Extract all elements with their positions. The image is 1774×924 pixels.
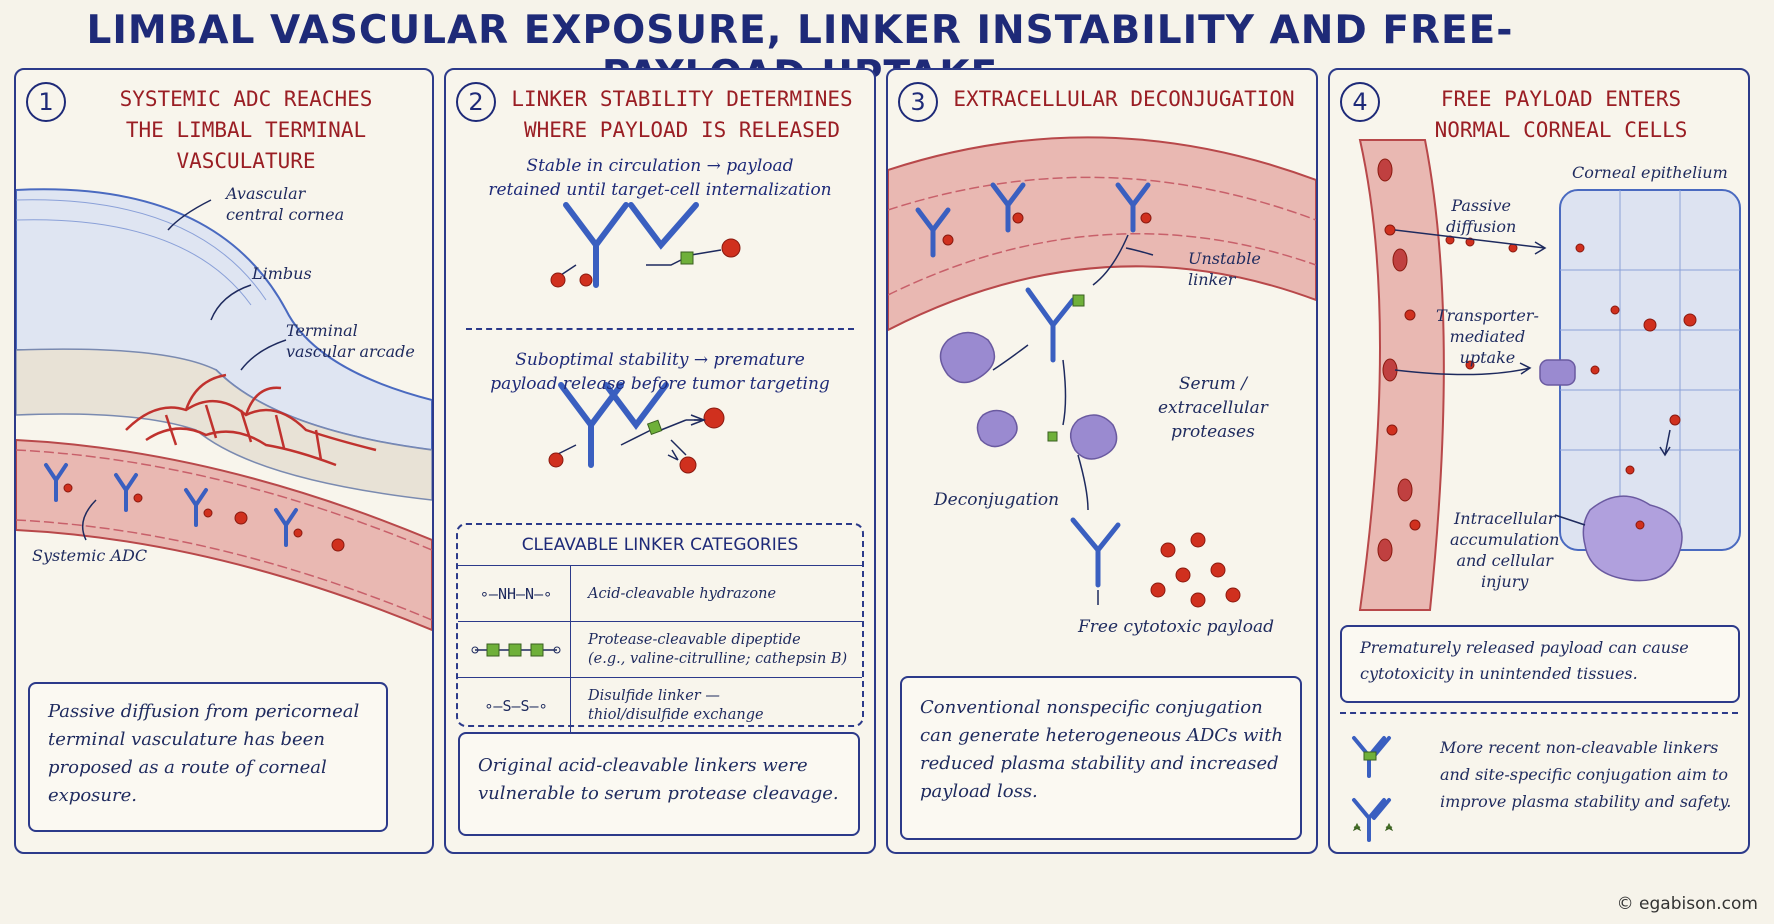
- note-box: Passive diffusion from pericorneal termi…: [28, 682, 388, 832]
- panel-title: SYSTEMIC ADC REACHES THE LIMBAL TERMINAL…: [119, 87, 373, 173]
- note-box: Conventional nonspecific conjugation can…: [900, 676, 1302, 840]
- category-symbol: ∘–NH–N–∘: [462, 566, 571, 622]
- label-systemic-adc: Systemic ADC: [32, 546, 148, 565]
- step-number: 2: [456, 82, 496, 122]
- category-desc: Protease-cleavable dipeptide (e.g., vali…: [588, 632, 848, 667]
- limbus-illustration: [16, 188, 432, 632]
- panel-title: LINKER STABILITY DETERMINES WHERE PAYLOA…: [511, 87, 853, 142]
- panel-title: EXTRACELLULAR DECONJUGATION: [953, 87, 1295, 111]
- recent-linkers-text: More recent non-cleavable linkers and si…: [1440, 738, 1732, 811]
- label-corneal-epithelium: Corneal epithelium: [1572, 163, 1728, 182]
- panel-2: 2 LINKER STABILITY DETERMINES WHERE PAYL…: [444, 68, 876, 854]
- label-unstable-linker: Unstable linker: [1188, 249, 1261, 289]
- category-row: Protease-cleavable dipeptide (e.g., vali…: [458, 621, 862, 678]
- panel-4: 4 FREE PAYLOAD ENTERS NORMAL CORNEAL CEL…: [1328, 68, 1750, 854]
- category-row: ∘–S–S–∘ Disulfide linker — thiol/disulfi…: [458, 677, 862, 734]
- note-text: Prematurely released payload can cause c…: [1360, 638, 1689, 683]
- label-vascular-arcade: Terminal vascular arcade: [286, 321, 415, 361]
- linker-categories-box: CLEAVABLE LINKER CATEGORIES ∘–NH–N–∘ Aci…: [456, 523, 864, 734]
- step-number: 3: [898, 82, 938, 122]
- label-deconjugation: Deconjugation: [934, 490, 1060, 510]
- note-box: Original acid-cleavable linkers were vul…: [458, 732, 860, 836]
- note-text: Original acid-cleavable linkers were vul…: [478, 755, 839, 804]
- panel-1: 1 SYSTEMIC ADC REACHES THE LIMBAL TERMIN…: [14, 68, 434, 854]
- suboptimal-caption: Suboptimal stability → premature payload…: [490, 350, 830, 394]
- stable-caption: Stable in circulation → payload retained…: [488, 156, 832, 200]
- noncleavable-antibody-icon: [1352, 736, 1394, 842]
- step-number: 1: [26, 82, 66, 122]
- divider: [1340, 712, 1738, 714]
- label-serum-proteases: Serum / extracellular proteases: [1158, 374, 1268, 442]
- category-symbol: ∘–S–S–∘: [462, 678, 571, 734]
- label-limbus: Limbus: [252, 264, 312, 283]
- label-transporter-uptake: Transporter- mediated uptake: [1436, 306, 1539, 367]
- panel-3: 3 EXTRACELLULAR DECONJUGATION Unstable l…: [886, 68, 1318, 854]
- label-avascular-cornea: Avascular central cornea: [226, 184, 345, 224]
- credit: © egabison.com: [1616, 894, 1758, 914]
- step-number: 4: [1340, 82, 1380, 122]
- linker-illustration: [548, 202, 741, 474]
- note-text: Conventional nonspecific conjugation can…: [920, 697, 1284, 802]
- label-passive-diffusion: Passive diffusion: [1446, 196, 1517, 236]
- label-free-payload: Free cytotoxic payload: [1078, 617, 1274, 637]
- dipeptide-symbol-icon: [462, 622, 571, 678]
- categories-title: CLEAVABLE LINKER CATEGORIES: [521, 535, 799, 555]
- divider: [466, 328, 854, 330]
- note-text: Passive diffusion from pericorneal termi…: [48, 701, 360, 806]
- uptake-illustration: [1358, 139, 1741, 611]
- panel-title: FREE PAYLOAD ENTERS NORMAL CORNEAL CELLS: [1434, 87, 1688, 142]
- category-desc: Disulfide linker — thiol/disulfide excha…: [588, 688, 764, 723]
- category-desc: Acid-cleavable hydrazone: [588, 585, 777, 602]
- category-row: ∘–NH–N–∘ Acid-cleavable hydrazone: [458, 565, 862, 622]
- note-box: Prematurely released payload can cause c…: [1340, 625, 1740, 703]
- deconjugation-illustration: [888, 136, 1316, 608]
- label-intracellular: Intracellular accumulation and cellular …: [1450, 509, 1560, 591]
